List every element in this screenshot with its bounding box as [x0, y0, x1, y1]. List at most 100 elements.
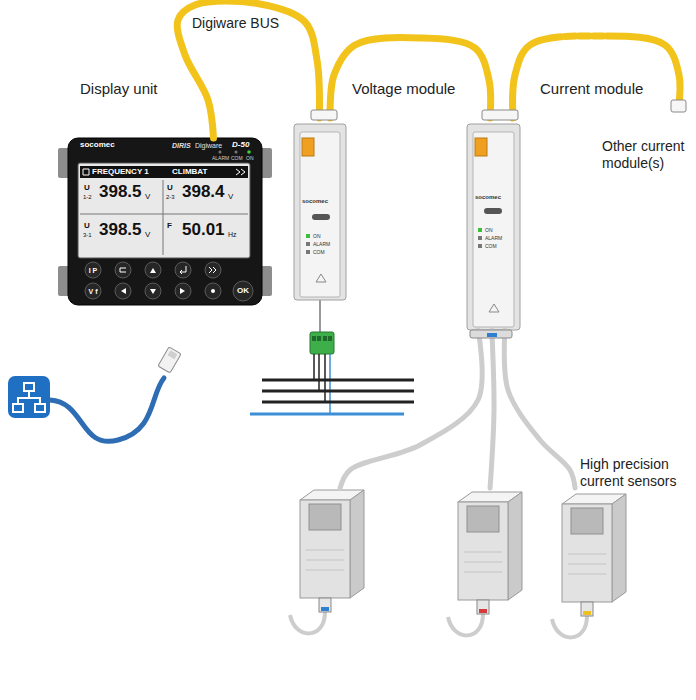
screen-divider: [80, 214, 248, 215]
key-symbol: [209, 267, 216, 273]
led-label: COM: [313, 250, 325, 255]
sensor-group: High precision current sensors: [300, 488, 640, 628]
display-housing: [68, 138, 262, 305]
node-label: Current module: [540, 80, 643, 98]
key: [115, 283, 131, 299]
bus-socket: [482, 110, 518, 120]
plug-colour-tip: [479, 609, 487, 613]
key-symbol: [150, 289, 156, 294]
led-label: ON: [246, 156, 254, 161]
sensor-side: [508, 492, 522, 600]
sensor-plug: [581, 602, 593, 616]
module-tab: [475, 138, 487, 156]
phase-label: 1-2: [83, 194, 92, 200]
usb-port: [484, 208, 502, 214]
model-number: D-50: [232, 141, 249, 149]
neutral-wire: [329, 354, 331, 414]
key-symbol: [120, 268, 126, 272]
network-icon-part: [35, 404, 45, 412]
led-label: ON: [485, 228, 493, 233]
terminal-screw: [323, 336, 327, 341]
rj45-plug-contacts: [168, 350, 178, 359]
digiware-bus-cable: [330, 38, 490, 118]
screen-icon: [83, 169, 89, 175]
current-module: Current module: [465, 118, 522, 330]
key: [115, 262, 131, 278]
sensor-cable: [552, 616, 587, 637]
key-symbol: [180, 288, 185, 294]
network-icon-part: [18, 391, 40, 404]
sensor-opening: [467, 506, 499, 532]
green-terminal-block: [310, 332, 334, 354]
sensor-side: [612, 494, 626, 602]
busbar: [262, 379, 414, 382]
voltage-wire: [324, 354, 326, 402]
status-led: [478, 228, 482, 232]
key-symbol: [180, 266, 186, 274]
status-led: [478, 236, 482, 240]
sensor-cable: [490, 330, 494, 488]
sensor-cable: [504, 330, 575, 488]
product-name: DIRIS: [172, 142, 191, 149]
display-unit: Display unit: [68, 138, 262, 305]
module-tab: [302, 138, 314, 156]
screen-header-bar: [80, 166, 248, 178]
module-housing: [467, 124, 520, 330]
key: [175, 283, 191, 299]
screen-header: CLIMBAT: [172, 168, 207, 176]
warning-symbol: [489, 304, 499, 312]
key: [233, 281, 253, 301]
key-label: I P: [89, 267, 98, 274]
sensor-plug: [477, 600, 489, 614]
plug-colour-tip: [583, 611, 591, 615]
brand-text: socomec: [475, 194, 501, 200]
unit: Hz: [228, 231, 237, 238]
other-module-end: Other current module(s): [598, 108, 694, 176]
led-label: ALARM: [313, 242, 330, 247]
lcd-screen: [78, 163, 250, 258]
bus-label: Digiware BUS: [190, 15, 281, 32]
unit: V: [228, 193, 233, 201]
network-icon-ground: [8, 376, 50, 418]
node-label: High precision current sensors: [580, 456, 694, 490]
sensor-side: [350, 490, 364, 598]
sensor-ribs: [568, 554, 606, 574]
measure-symbol: F: [167, 222, 172, 230]
status-led: [306, 234, 310, 238]
status-led: [306, 250, 310, 254]
key: [205, 262, 221, 278]
sensor-ribs: [464, 552, 502, 572]
brand-text: socomec: [302, 198, 328, 204]
screen-icon: [236, 169, 245, 175]
status-led: [235, 151, 238, 154]
sensor-plug: [319, 598, 331, 612]
network-cable: [50, 378, 164, 441]
measure-symbol: U: [84, 222, 90, 230]
screen-divider: [163, 180, 164, 255]
rj45-plug-body: [158, 347, 181, 373]
key-symbol: [211, 289, 215, 293]
sensor-socket-tip: [487, 333, 497, 337]
sensor-cable: [448, 614, 483, 635]
voltage-wire: [313, 354, 315, 380]
led-label: ON: [313, 234, 321, 239]
network-icon-part: [24, 383, 34, 391]
phase-label: 3-1: [83, 232, 92, 238]
screen-header: FREQUENCY 1: [92, 168, 149, 176]
sensor-opening: [309, 504, 341, 530]
key: [175, 262, 191, 278]
terminal-screw: [312, 336, 316, 341]
measured-value: 398.5: [99, 221, 142, 238]
busbar: [262, 390, 414, 393]
key-symbol: [121, 288, 126, 294]
current-module-drawing: [467, 124, 520, 330]
status-led: [247, 150, 251, 154]
sensor-ribs: [306, 550, 344, 570]
led-label: COM: [231, 156, 243, 161]
measured-value: 50.01: [182, 221, 225, 238]
digiware-bus-cable: [177, 1, 319, 138]
node-label: Voltage module: [352, 80, 455, 98]
sensor-socket: [470, 330, 512, 338]
current-sensor: [448, 492, 522, 635]
